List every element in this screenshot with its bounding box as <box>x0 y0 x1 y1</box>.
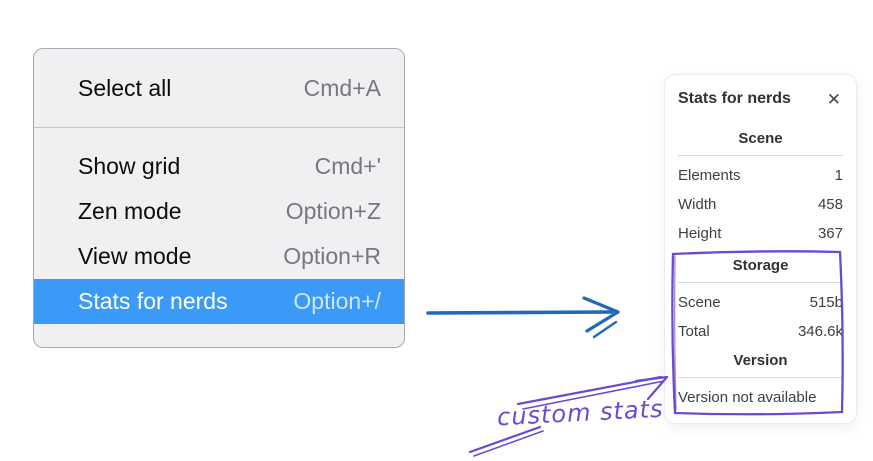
menu-item-show-grid[interactable]: Show grid Cmd+' <box>34 144 404 189</box>
stat-label: Height <box>678 225 722 242</box>
menu-item-label: Stats for nerds <box>78 288 228 314</box>
stat-label: Total <box>678 323 710 340</box>
annotation-label: custom stats <box>496 394 665 432</box>
version-section-heading: Version <box>733 352 788 369</box>
stats-panel-title: Stats for nerds <box>678 90 791 107</box>
version-note: Version not available <box>678 389 817 406</box>
section-divider <box>678 282 843 283</box>
menu-item-shortcut: Option+Z <box>285 198 381 224</box>
stat-label: Scene <box>678 294 721 311</box>
close-icon[interactable]: ✕ <box>826 89 841 109</box>
section-divider <box>678 155 843 156</box>
menu-item-stats-for-nerds[interactable]: Stats for nerds Option+/ <box>34 279 404 324</box>
stat-value: 367 <box>817 225 843 242</box>
stat-label: Width <box>678 196 717 213</box>
stats-panel-header: Stats for nerds ✕ <box>678 85 843 113</box>
menu-item-shortcut: Option+/ <box>293 288 381 314</box>
menu-item-zen-mode[interactable]: Zen mode Option+Z <box>34 189 404 234</box>
menu-divider <box>34 127 404 128</box>
scene-section-heading: Scene <box>738 130 783 147</box>
stat-row-total-storage: Total 346.6k <box>678 317 843 346</box>
menu-item-view-mode[interactable]: View mode Option+R <box>34 234 404 279</box>
stat-value: 346.6k <box>797 323 843 340</box>
menu-item-select-all[interactable]: Select all Cmd+A <box>34 66 404 111</box>
stat-row-scene-storage: Scene 515b <box>678 288 843 317</box>
menu-item-label: View mode <box>78 243 192 269</box>
section-divider <box>678 377 843 378</box>
menu-item-shortcut: Cmd+' <box>314 153 381 179</box>
menu-item-shortcut: Option+R <box>283 243 381 269</box>
storage-section-heading: Storage <box>732 257 789 274</box>
stat-row-elements: Elements 1 <box>678 161 843 190</box>
menu-item-label: Zen mode <box>78 198 182 224</box>
menu-section-bottom: Show grid Cmd+' Zen mode Option+Z View m… <box>34 128 404 347</box>
stat-value: 458 <box>817 196 843 213</box>
stat-label: Elements <box>678 167 741 184</box>
context-menu: Select all Cmd+A Show grid Cmd+' Zen mod… <box>33 48 405 348</box>
menu-item-label: Select all <box>78 75 172 101</box>
stat-value: 1 <box>834 167 843 184</box>
menu-item-label: Show grid <box>78 153 181 179</box>
menu-item-shortcut: Cmd+A <box>303 75 381 101</box>
menu-section-top: Select all Cmd+A <box>34 49 404 127</box>
annotation-arrow-icon <box>468 375 669 457</box>
stat-row-width: Width 458 <box>678 190 843 219</box>
blue-arrow-icon <box>426 296 620 339</box>
stats-panel: Stats for nerds ✕ Scene Elements 1 Width… <box>665 75 856 423</box>
stat-row-height: Height 367 <box>678 219 843 248</box>
stat-value: 515b <box>809 294 843 311</box>
